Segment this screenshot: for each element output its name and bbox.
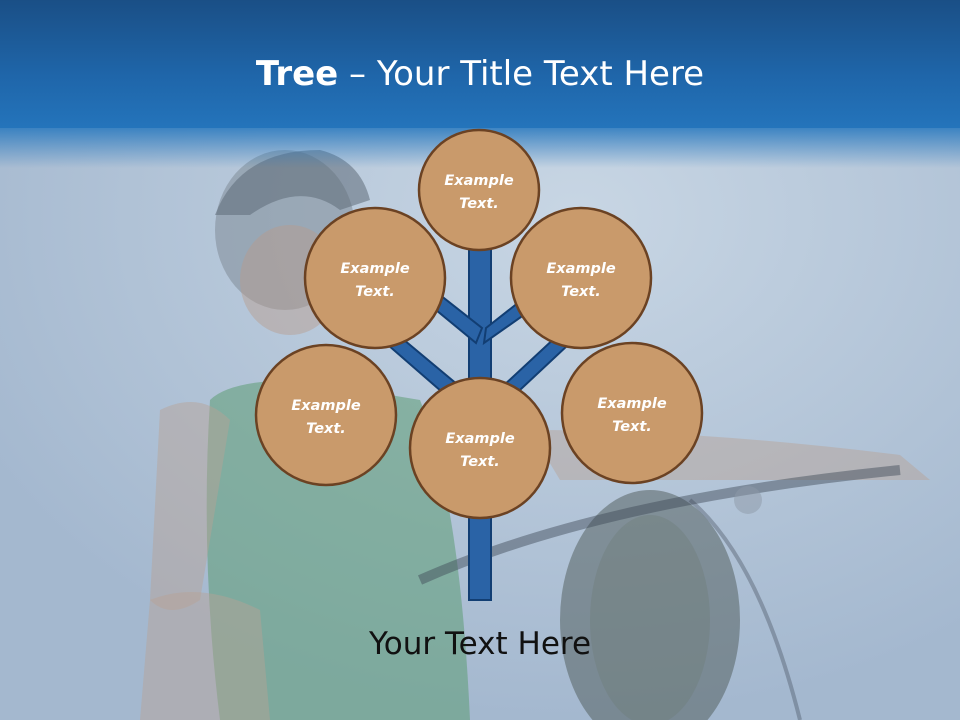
node-right-line2: Text. [612, 419, 652, 435]
node-top-line1: Example [444, 173, 514, 189]
tree-node-center[interactable]: Example Text. [408, 376, 552, 520]
footer-text[interactable]: Your Text Here [368, 626, 592, 662]
title-bar [0, 0, 960, 128]
node-right-line1: Example [597, 396, 667, 412]
node-upper-right-line2: Text. [561, 284, 601, 300]
slide-title[interactable]: Tree – Your Title Text Here [0, 52, 960, 96]
node-upper-left-line2: Text. [355, 284, 395, 300]
node-center-line2: Text. [460, 454, 500, 470]
tree-node-right[interactable]: Example Text. [560, 341, 704, 485]
node-upper-right-line1: Example [546, 261, 616, 277]
node-top-line2: Text. [459, 196, 499, 212]
slide-title-rest: – Your Title Text Here [338, 54, 705, 94]
tree-node-top[interactable]: Example Text. [417, 128, 541, 252]
node-upper-left-line1: Example [340, 261, 410, 277]
node-center-line1: Example [445, 431, 515, 447]
tree-node-upper-left[interactable]: Example Text. [303, 206, 447, 350]
node-left-line2: Text. [306, 421, 346, 437]
node-left-line1: Example [291, 398, 361, 414]
tree-node-left[interactable]: Example Text. [254, 343, 398, 487]
slide-title-bold: Tree [255, 54, 339, 94]
tree-node-upper-right[interactable]: Example Text. [509, 206, 653, 350]
